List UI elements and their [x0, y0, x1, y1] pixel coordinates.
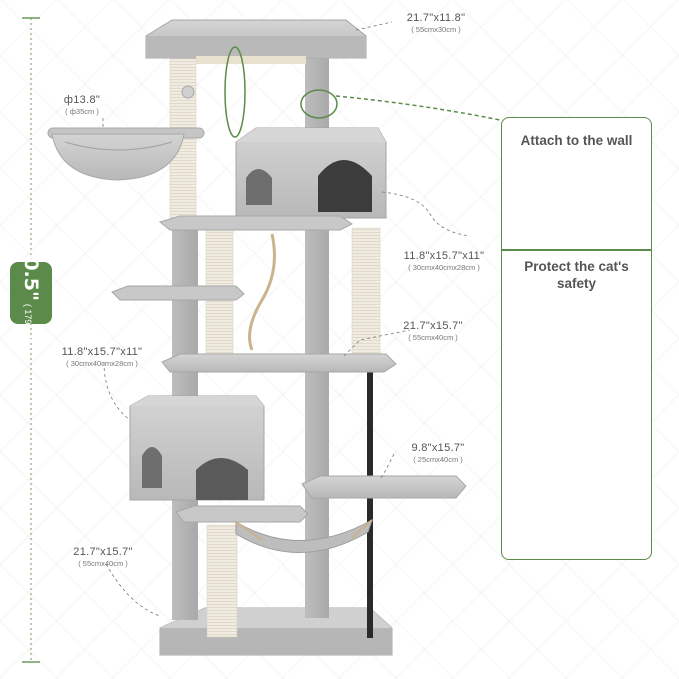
- height-cm: ( 179cm ): [23, 303, 34, 342]
- side-platform-inches: 9.8"x15.7": [411, 442, 465, 454]
- label-base: 21.7"x15.7" ( 55cmx40cm ): [62, 546, 144, 568]
- middle-platform-cm: ( 55cmx40cm ): [408, 333, 458, 342]
- lower-condo-cm: ( 30cmx40cmx28cm ): [66, 359, 138, 368]
- top-perch-cm: ( 55cmx30cm ): [411, 25, 461, 34]
- rope-toy: [248, 233, 276, 351]
- upper-condo-cm: ( 30cmx40cmx28cm ): [408, 263, 480, 272]
- protect-title: Protect the cat's safety: [524, 259, 629, 291]
- annotation-lines: [102, 21, 471, 617]
- side-platform: [301, 475, 467, 499]
- hammock: [235, 518, 373, 553]
- attach-title: Attach to the wall: [520, 133, 633, 148]
- pompom-toy: [181, 85, 195, 99]
- label-side-platform: 9.8"x15.7" ( 25cmx40cm ): [398, 442, 478, 464]
- top-perch: [145, 19, 367, 64]
- upper-condo: [235, 127, 387, 219]
- lower-condo: [129, 395, 265, 501]
- height-inches: 70.5": [20, 244, 43, 301]
- label-basket: ф13.8" ( ф35cm ): [50, 94, 114, 116]
- basket-cm: ( ф35cm ): [65, 107, 99, 116]
- label-upper-condo: 11.8"x15.7"x11" ( 30cmx40cmx28cm ): [392, 250, 496, 272]
- middle-platform: [161, 353, 397, 373]
- left-step: [111, 285, 245, 301]
- basket-inches: ф13.8": [63, 94, 101, 106]
- label-top-perch: 21.7"x11.8" ( 55cmx30cm ): [388, 12, 484, 34]
- height-measure-line: [22, 17, 40, 663]
- lower-condo-inches: 11.8"x15.7"x11": [61, 346, 143, 358]
- upper-condo-inches: 11.8"x15.7"x11": [403, 250, 485, 262]
- top-perch-inches: 21.7"x11.8": [406, 12, 466, 24]
- upper-platform: [158, 215, 353, 231]
- middle-platform-inches: 21.7"x15.7": [403, 320, 463, 332]
- info-panel: Attach to the wall Protect the cat's saf…: [501, 117, 652, 560]
- label-middle-platform: 21.7"x15.7" ( 55cmx40cm ): [392, 320, 474, 342]
- hanging-basket: [47, 127, 205, 181]
- lower-platform: [175, 505, 309, 523]
- height-badge: 70.5" ( 179cm ): [10, 244, 52, 342]
- black-pole: [367, 370, 373, 638]
- base-cm: ( 55cmx40cm ): [78, 559, 128, 568]
- side-platform-cm: ( 25cmx40cm ): [413, 455, 463, 464]
- panel-divider: [502, 249, 651, 251]
- label-lower-condo: 11.8"x15.7"x11" ( 30cmx40cmx28cm ): [50, 346, 154, 368]
- wall-attach-callout: [224, 46, 501, 138]
- base-inches: 21.7"x15.7": [73, 546, 133, 558]
